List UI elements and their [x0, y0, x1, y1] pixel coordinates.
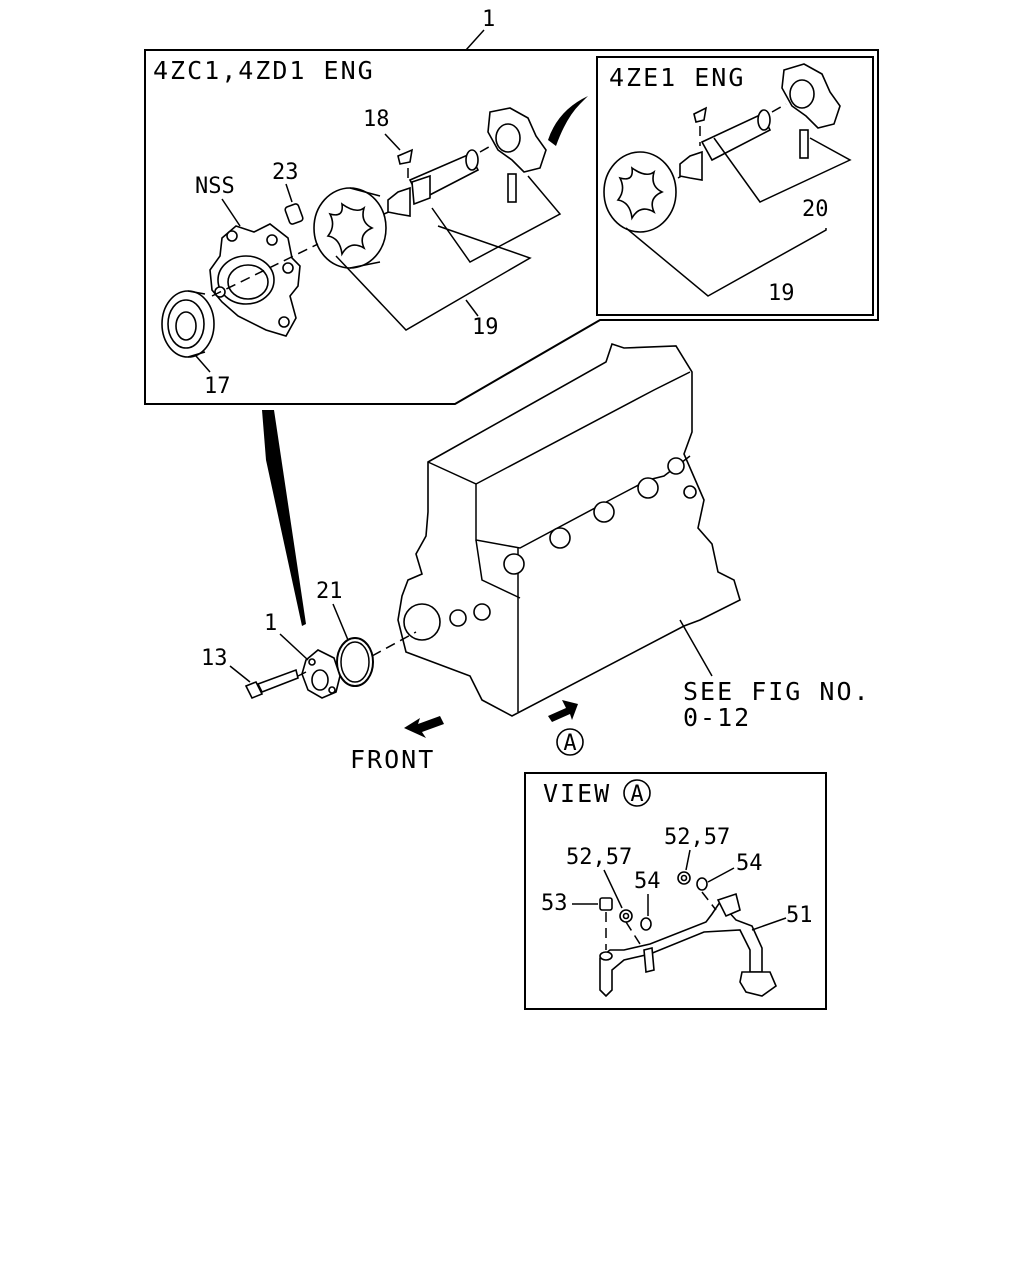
- label-1-pump: 1: [264, 611, 277, 636]
- label-51: 51: [786, 903, 813, 928]
- label-nss: NSS: [195, 174, 235, 199]
- bolt-13: [244, 668, 299, 700]
- dowel-pin-23: [284, 203, 304, 225]
- inset-left-title: 4ZC1,4ZD1 ENG: [153, 56, 375, 85]
- drive-gear-right: [781, 63, 841, 159]
- inset-4zc1-4zd1: 4ZC1,4ZD1 ENG 17 NSS 23: [144, 49, 879, 405]
- rotor-shaft-left: [387, 149, 480, 217]
- view-a-title-circle: [623, 779, 651, 807]
- label-20: 20: [802, 197, 829, 222]
- view-a-marker: A: [556, 728, 584, 756]
- callout-1-top-label: 1: [482, 7, 495, 32]
- bolt-52-57-right: [677, 871, 691, 885]
- bolt-52-57-left: [619, 909, 633, 923]
- front-label: FRONT: [350, 745, 435, 774]
- rotor-shaft-right: [679, 109, 772, 181]
- inset-4ze1: 4ZE1 ENG 20 19: [596, 56, 874, 316]
- bracket-19-right: [625, 227, 827, 297]
- outer-rotor-left: [313, 187, 387, 269]
- oil-seal-17: [161, 290, 215, 358]
- label-52-57-right: 52,57: [664, 825, 730, 850]
- label-13: 13: [201, 646, 228, 671]
- bracket-20: [713, 137, 852, 203]
- pump-housing-nss: [209, 223, 301, 337]
- inset-right-frame: [596, 56, 874, 316]
- washer-54-left: [640, 917, 652, 931]
- front-arrow-icon: [404, 716, 444, 738]
- bracket-19-left: [335, 225, 532, 331]
- view-a-arrow-icon: [548, 700, 578, 722]
- inset-pointer-arrow: [548, 96, 588, 146]
- bracket-19-inner: [431, 175, 562, 263]
- label-17: 17: [204, 374, 231, 399]
- inset-left-frame: [144, 49, 879, 405]
- o-ring-21: [336, 637, 374, 687]
- view-a-marker-letter: A: [563, 731, 576, 756]
- view-a-title: VIEW: [543, 779, 611, 808]
- key-18: [397, 148, 414, 165]
- label-19-right: 19: [768, 281, 795, 306]
- drive-gear-left: [487, 107, 547, 203]
- view-a-box: VIEW A 51 52,57 52,57 54: [524, 772, 827, 1010]
- label-23: 23: [272, 160, 299, 185]
- label-54-right: 54: [736, 851, 763, 876]
- plug-53: [599, 897, 613, 911]
- label-54-left: 54: [634, 869, 661, 894]
- see-fig-leader: [679, 619, 713, 677]
- label-21: 21: [316, 579, 343, 604]
- oil-pump-1: [301, 649, 341, 699]
- see-fig-label: SEE FIG NO.: [683, 677, 871, 706]
- washer-54-right: [696, 877, 708, 891]
- key-right: [693, 106, 708, 123]
- engine-block: [397, 342, 741, 717]
- label-19-left: 19: [472, 315, 499, 340]
- outer-rotor-right: [603, 151, 677, 233]
- oil-strainer-pipe-51: [599, 892, 777, 998]
- callout-1-top: 1: [465, 7, 495, 51]
- label-53: 53: [541, 891, 568, 916]
- label-18: 18: [363, 107, 390, 132]
- pointer-wedge: [262, 410, 306, 626]
- see-fig-number: 0-12: [683, 703, 751, 732]
- view-a-frame: [524, 772, 827, 1010]
- view-a-title-letter: A: [630, 782, 643, 807]
- label-52-57-left: 52,57: [566, 845, 632, 870]
- inset-right-title: 4ZE1 ENG: [609, 63, 745, 92]
